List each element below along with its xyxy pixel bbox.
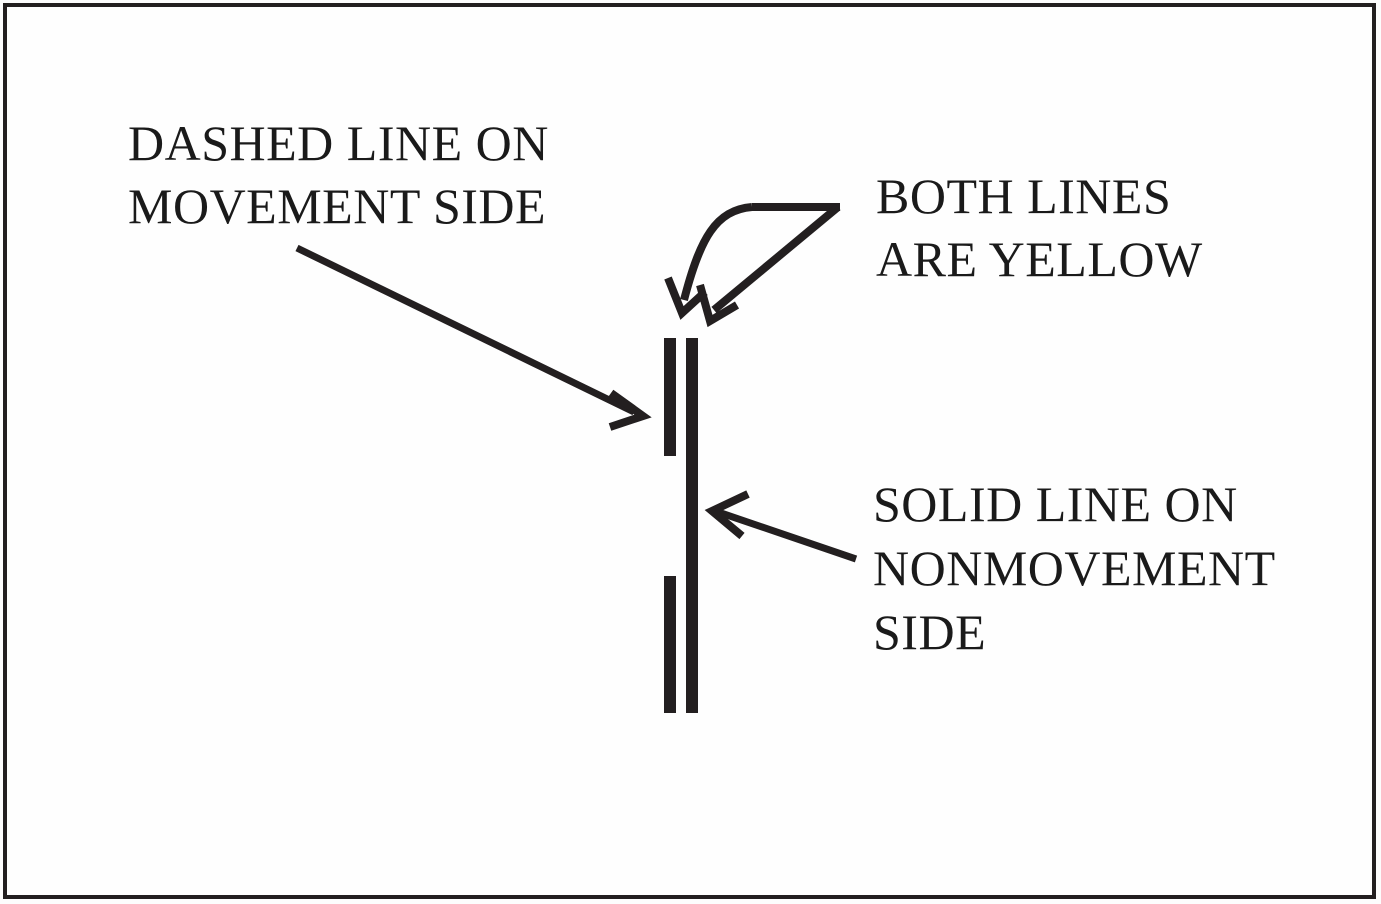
label-solid-line-on-nonmovement-side: SOLID LINE ON NONMOVEMENT SIDE [873, 476, 1276, 660]
solid-line-marking [686, 338, 698, 713]
solid-line-callout-arrow [704, 490, 858, 563]
both-lines-yellow-callout-arrows [664, 203, 841, 328]
dashed-line-callout-arrow [295, 244, 652, 431]
dashed-line-marking [664, 338, 676, 713]
label-both-lines-are-yellow: BOTH LINES ARE YELLOW [876, 168, 1203, 287]
label-dashed-line-on-movement-side: DASHED LINE ON MOVEMENT SIDE [128, 115, 549, 234]
